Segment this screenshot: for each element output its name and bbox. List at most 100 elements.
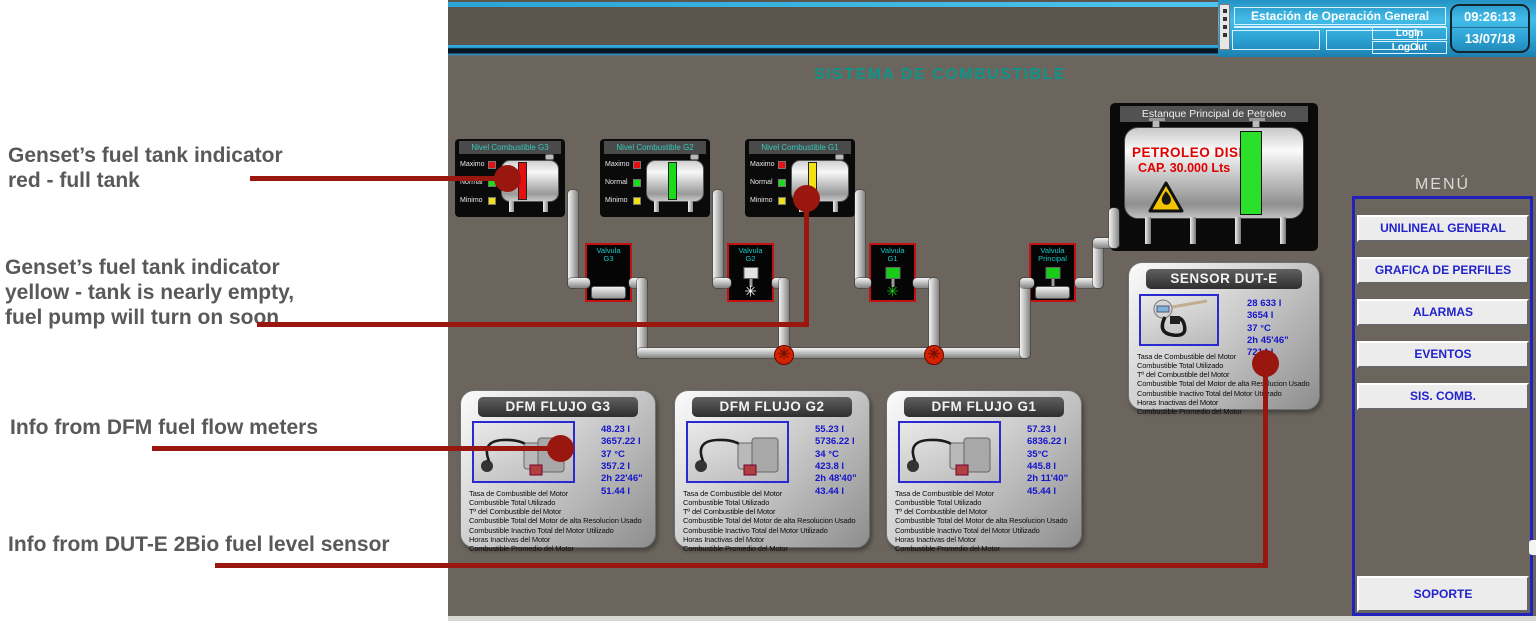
flammable-warning-icon (1148, 181, 1184, 213)
flow-meter-image (907, 437, 991, 476)
desc-line: Combustible Promedio del Motor (683, 543, 788, 553)
tank-leg (1280, 217, 1286, 244)
pipe-segment (779, 278, 789, 358)
desc-line: Combustible Total del Motor de alta Reso… (469, 516, 642, 526)
pipe-segment (1020, 278, 1030, 358)
station-title: Estación de Operación General (1234, 7, 1446, 25)
dfm-panel-g1: DFM FLUJO G1 57.23 l 6836.22 l 35°C 445.… (886, 390, 1082, 553)
maximo-label: Maximo (460, 161, 485, 168)
time-display: 09:26:13 (1452, 6, 1528, 28)
sensor-dut-e-panel: SENSOR DUT-E 28 633 l 3654 l 37 °C 2h 45… (1128, 262, 1320, 416)
desc-line: Tº del Combustible del Motor (469, 507, 562, 517)
valve-g2[interactable]: Valvula G2 ✳ (727, 243, 774, 302)
mini-scrollbar[interactable] (1219, 4, 1230, 50)
menu-item-unilineal-general[interactable]: UNILINEAL GENERAL (1357, 215, 1529, 242)
normal-label: Normal (605, 179, 628, 186)
desc-line: Combustible Inactivo Total del Motor Uti… (683, 525, 828, 535)
desc-line: Combustible Total Utilizado (895, 498, 982, 508)
minimo-label: Minimo (460, 197, 483, 204)
normal-label: Normal (750, 179, 773, 186)
top-bar-blue-stripe (448, 45, 1220, 56)
menu-item-sis-comb[interactable]: SIS. COMB. (1357, 383, 1529, 410)
menu-item-eventos[interactable]: EVENTOS (1357, 341, 1529, 368)
pipe-segment (1020, 278, 1034, 288)
valve-fan-icon: ✳ (744, 283, 757, 301)
annotation-line-2-vertical (804, 198, 809, 327)
dfm-g2-title: DFM FLUJO G2 (692, 397, 852, 417)
fuel-level-sensor-image (1153, 299, 1208, 338)
flow-meter-image-frame (686, 421, 789, 483)
annotation-dot-4 (1252, 350, 1279, 377)
maximo-label: Maximo (750, 161, 775, 168)
minimo-lamp (778, 196, 786, 205)
menu-item-alarmas[interactable]: ALARMAS (1357, 299, 1529, 326)
valve-stem (1051, 279, 1054, 287)
pipe-segment (1093, 238, 1119, 248)
tank-leg (654, 201, 659, 212)
pipe-segment (713, 190, 723, 288)
top-bar-blue-line (448, 2, 1220, 7)
tank-panel-g3-title: Nivel Combustible G3 (459, 141, 561, 154)
edge-widget (1529, 540, 1536, 555)
annotation-line-4 (215, 563, 1268, 568)
sensor-image-frame (1139, 294, 1219, 346)
dfm-g3-values: 48.23 l 3657.22 l 37 °C 357.2 l 2h 22'46… (601, 424, 643, 497)
soporte-button[interactable]: SOPORTE (1357, 576, 1529, 612)
pump-icon: ✳ (774, 345, 794, 365)
dfm-g3-descriptions: Tasa de Combustible del Motor Combustibl… (469, 489, 642, 553)
desc-line: Combustible Total Utilizado (1137, 361, 1224, 371)
valve-g1[interactable]: Valvula G1 ✳ (869, 243, 916, 302)
tank-vent (1249, 118, 1265, 128)
valve-status-lamp (1045, 267, 1060, 279)
pipe-segment (637, 278, 647, 358)
desc-line: Combustible Inactivo Total del Motor Uti… (1137, 388, 1282, 398)
annotation-dot-3 (547, 435, 574, 462)
annotation-dot-2 (793, 185, 820, 212)
desc-line: Combustible Promedio del Motor (469, 543, 574, 553)
pipe-segment (568, 278, 590, 288)
desc-line: Tº del Combustible del Motor (895, 507, 988, 517)
valve-g3[interactable]: Valvula G3 (585, 243, 632, 302)
flow-meter-image (695, 437, 779, 476)
tank-cap (690, 154, 699, 160)
login-button[interactable]: LogIn (1372, 27, 1447, 40)
logout-button[interactable]: LogOut (1372, 41, 1447, 54)
flow-meter-image-frame (898, 421, 1001, 483)
valve-stem (749, 279, 752, 287)
normal-lamp (633, 178, 641, 187)
top-bar-right-panel (1218, 0, 1536, 57)
dfm-g1-descriptions: Tasa de Combustible del Motor Combustibl… (895, 489, 1068, 553)
pipe-segment (913, 278, 933, 288)
pipe-manifold (637, 348, 1030, 358)
tank-leg (833, 201, 838, 212)
desc-line: Combustible Total del Motor de alta Reso… (895, 516, 1068, 526)
desc-line: Tasa de Combustible del Motor (469, 489, 569, 498)
annotation-line-4-vertical (1263, 363, 1268, 566)
desc-line: Combustible Inactivo Total del Motor Uti… (895, 525, 1040, 535)
desc-line: Combustible Total del Motor de alta Reso… (1137, 379, 1310, 389)
tank-leg (509, 201, 514, 212)
user-field[interactable] (1232, 30, 1320, 50)
desc-line: Tasa de Combustible del Motor (895, 489, 995, 498)
desc-line: Horas Inactivas del Motor (683, 534, 765, 544)
clock-panel: 09:26:13 13/07/18 (1450, 4, 1530, 53)
minimo-lamp (633, 196, 641, 205)
pipe-segment (929, 278, 939, 358)
page-title: SISTEMA DE COMBUSTIBLE (814, 66, 1066, 83)
desc-line: Combustible Total del Motor de alta Reso… (683, 516, 856, 526)
desc-line: Tº del Combustible del Motor (683, 507, 776, 517)
annotation-line-3 (152, 446, 560, 451)
annotation-line-1 (250, 176, 508, 181)
desc-line: Combustible Inactivo Total del Motor Uti… (469, 525, 614, 535)
annotation-line-2 (257, 322, 809, 327)
product-name: PETROLEO DISEL (1132, 145, 1257, 160)
pipe-segment (568, 190, 578, 288)
desc-line: Combustible Total Utilizado (683, 498, 770, 508)
valve-principal[interactable]: Valvula Principal (1029, 243, 1076, 302)
valve-fitting (1035, 286, 1070, 299)
sensor-descriptions: Tasa de Combustible del Motor Combustibl… (1137, 352, 1310, 416)
menu-item-grafica-de-perfiles[interactable]: GRAFICA DE PERFILES (1357, 257, 1529, 284)
pipe-segment (855, 190, 865, 288)
tank-cap (835, 154, 844, 160)
desc-line: Horas Inactivas del Motor (895, 534, 977, 544)
